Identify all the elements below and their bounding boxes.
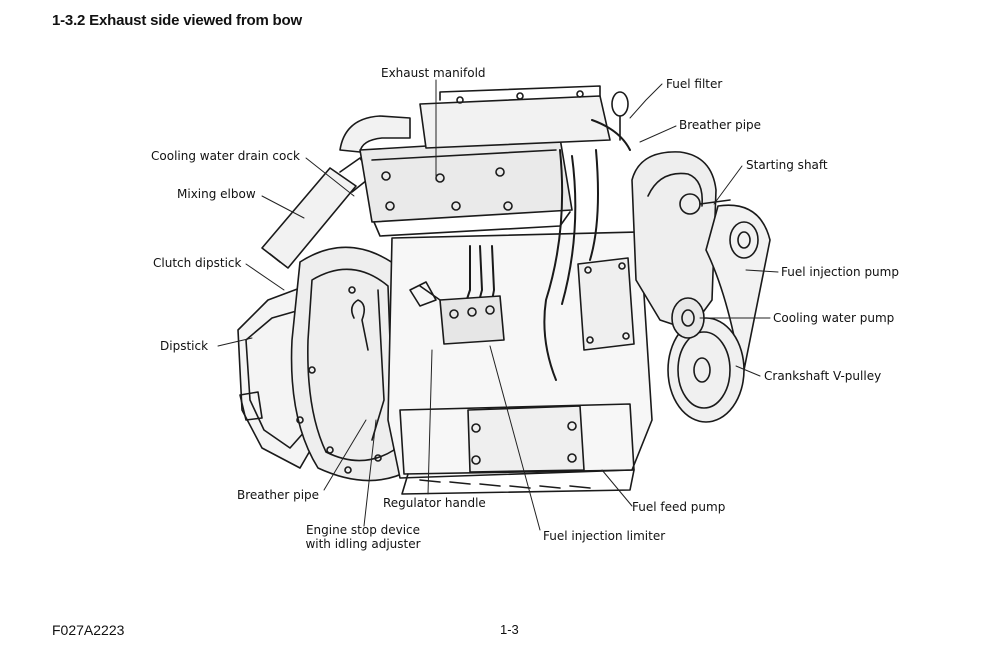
- label-cooling-water-drain-cock: Cooling water drain cock: [151, 149, 300, 163]
- rocker-cover: [419, 85, 611, 149]
- label-crankshaft-v-pulley: Crankshaft V-pulley: [764, 369, 882, 383]
- page-title: 1-3.2 Exhaust side viewed from bow: [52, 12, 302, 29]
- label-fuel-filter: Fuel filter: [666, 77, 723, 91]
- injection-pump: [409, 281, 505, 345]
- dipstick: [350, 289, 385, 441]
- exhaust-manifold: [359, 137, 573, 237]
- injection-pump-cover: [577, 257, 635, 351]
- label-clutch-dipstick: Clutch dipstick: [153, 256, 242, 270]
- label-fuel-feed-pump: Fuel feed pump: [632, 500, 726, 514]
- document-code: F027A2223: [52, 622, 125, 638]
- label-fuel-injection-pump: Fuel injection pump: [781, 265, 899, 279]
- label-engine-stop-line2: with idling adjuster: [305, 537, 421, 551]
- page-number: 1-3: [500, 622, 519, 637]
- top-elbow-pipe: [339, 115, 411, 153]
- label-breather-pipe-top: Breather pipe: [679, 118, 762, 132]
- label-cooling-water-pump: Cooling water pump: [773, 311, 895, 325]
- water-pump: [671, 297, 705, 339]
- label-regulator-handle: Regulator handle: [383, 496, 486, 510]
- label-engine-stop-line1: Engine stop device: [305, 523, 421, 537]
- label-breather-pipe-bottom: Breather pipe: [237, 488, 320, 502]
- label-exhaust-manifold: Exhaust manifold: [381, 66, 486, 80]
- label-starting-shaft: Starting shaft: [746, 158, 828, 172]
- flywheel-housing: [290, 246, 411, 482]
- label-mixing-elbow: Mixing elbow: [177, 187, 256, 201]
- crankshaft-pulley: [667, 317, 745, 423]
- label-engine-stop-device: Engine stop device with idling adjuster: [302, 523, 424, 551]
- label-fuel-injection-limiter: Fuel injection limiter: [543, 529, 666, 543]
- label-dipstick: Dipstick: [160, 339, 209, 353]
- leader-lines: [217, 79, 779, 531]
